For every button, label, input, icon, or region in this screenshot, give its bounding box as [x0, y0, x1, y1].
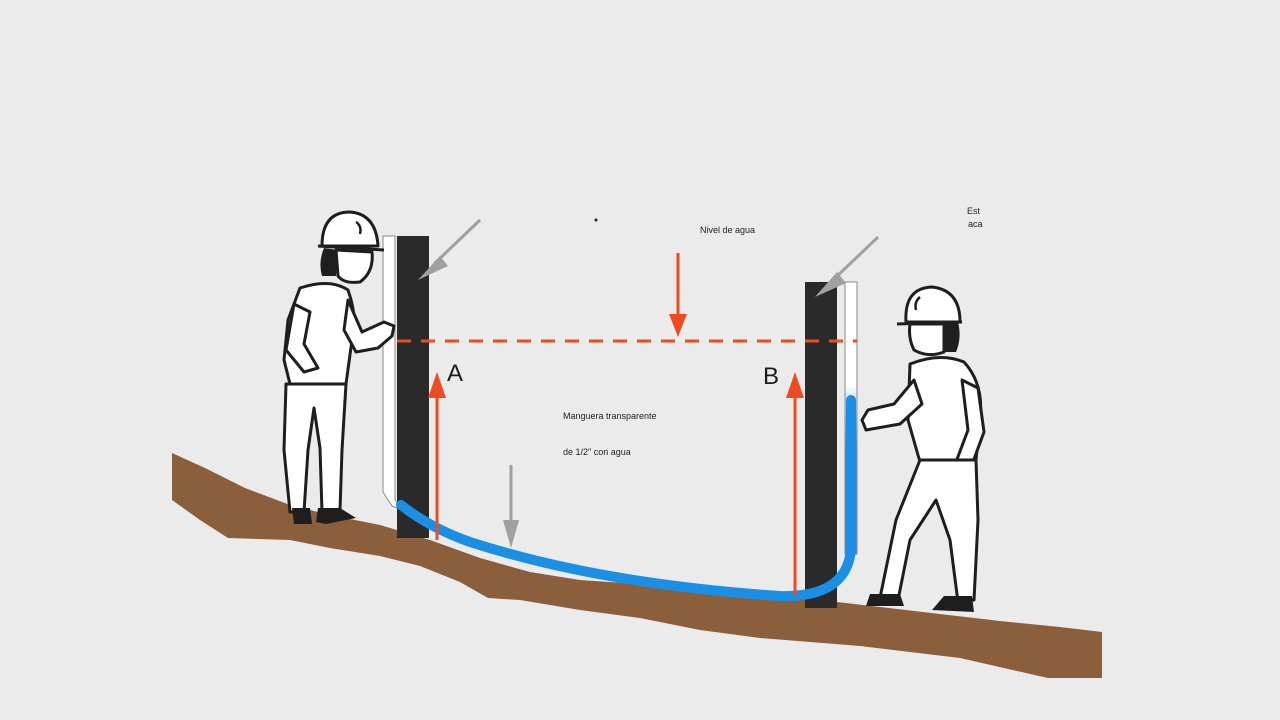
height-a-arrow-head — [428, 372, 446, 398]
hose-label-line1: Manguera transparente — [563, 411, 657, 421]
water-hose — [396, 395, 856, 602]
water-level-label: Nivel de agua — [700, 225, 756, 235]
level-arrow-head — [669, 314, 687, 337]
note-label-line1: Est — [967, 206, 981, 216]
hose-pointer-head — [503, 520, 519, 548]
stray-dot — [594, 218, 598, 222]
point-b-label: B — [763, 363, 780, 390]
hose-label-line2: de 1/2" con agua — [563, 447, 631, 457]
height-b-arrow-head — [786, 372, 804, 398]
ground-slope — [172, 453, 1102, 678]
note-label-line2: aca — [968, 219, 983, 229]
point-a-label: A — [447, 360, 464, 387]
left-pointer-head — [418, 256, 448, 280]
right-post — [805, 282, 837, 608]
left-pointer-shaft — [432, 218, 482, 266]
worker-with-helmet-icon — [860, 285, 986, 612]
left-post — [397, 236, 429, 538]
worker-with-helmet-icon — [282, 210, 396, 524]
right-pointer-shaft — [830, 235, 880, 283]
right-pointer-head — [815, 272, 846, 297]
